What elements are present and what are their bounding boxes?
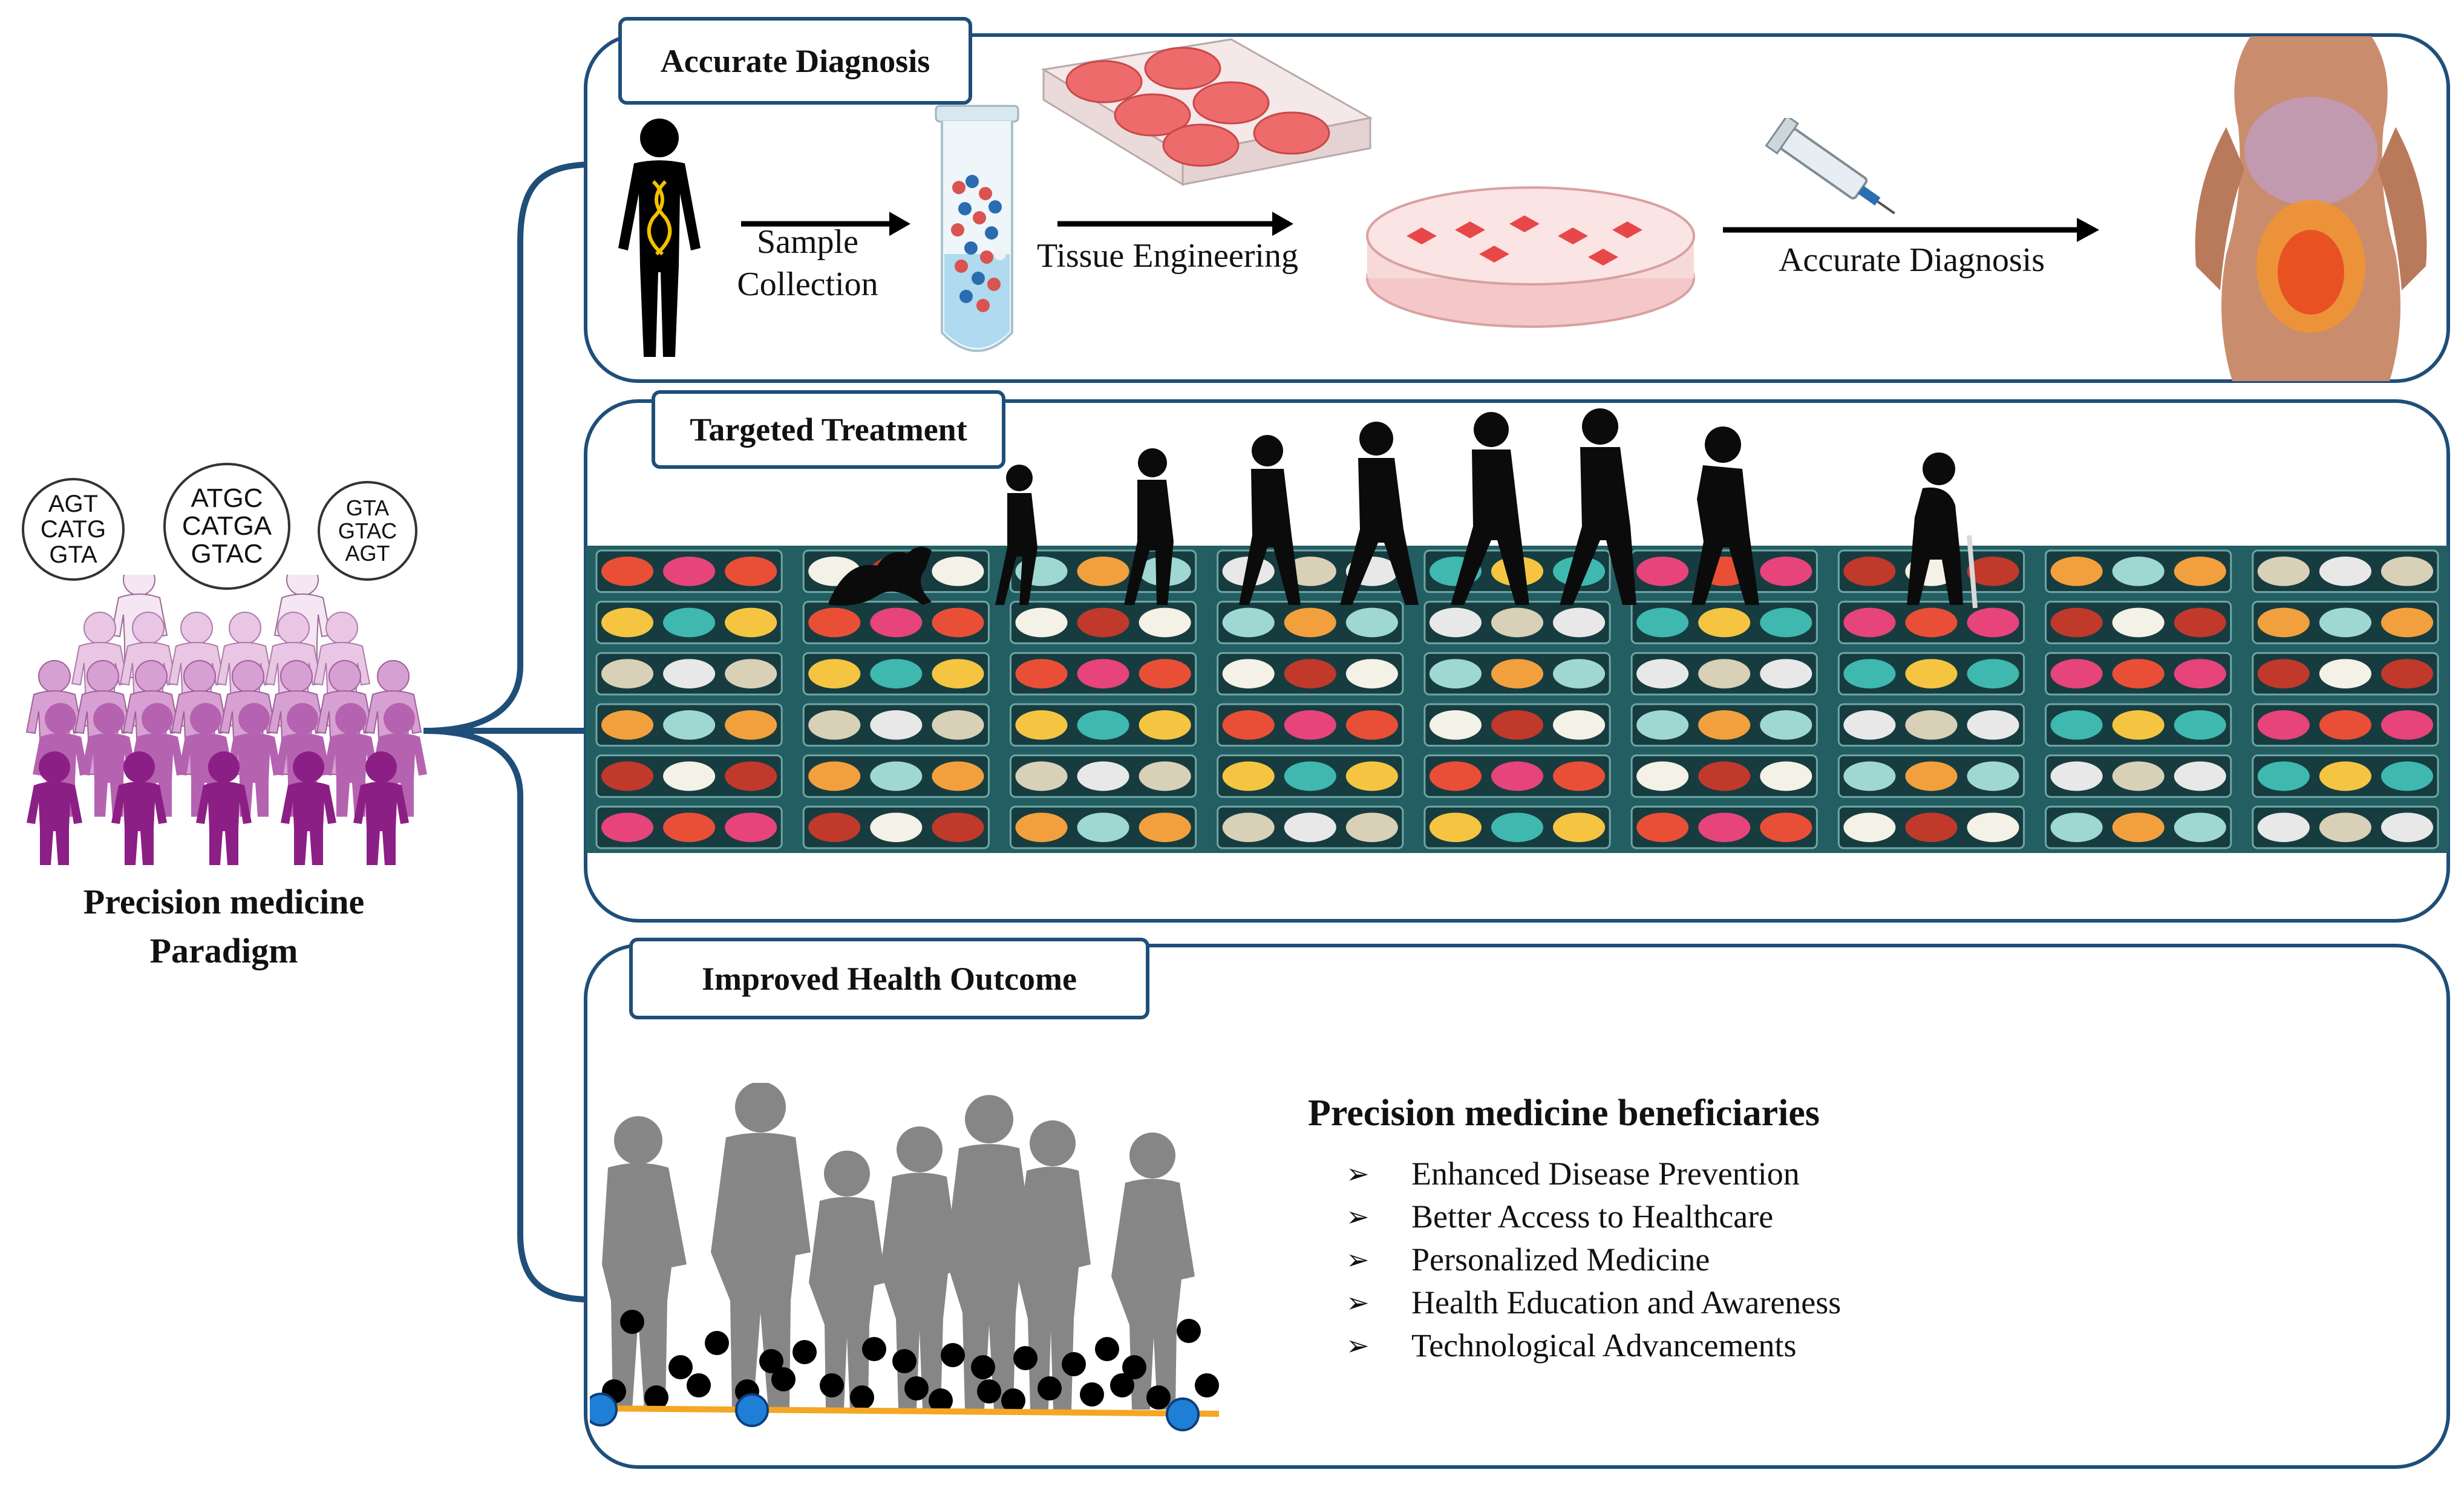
list-item: ➢ Health Education and Awareness: [1346, 1281, 1841, 1324]
step-sample-collection-line1: Sample: [757, 223, 858, 261]
arrow-bullet-icon: ➢: [1346, 1200, 1370, 1233]
step-sample-collection-line2: Collection: [737, 266, 878, 303]
paradigm-group: AGT CATG GTA ATGC CATGA GTAC GTA GTAC AG…: [12, 463, 436, 980]
crowd-silhouettes: [590, 1083, 1220, 1431]
list-item-label: Enhanced Disease Prevention: [1411, 1155, 1800, 1192]
list-item-label: Technological Advancements: [1411, 1327, 1797, 1364]
paradigm-title: Precision medicine Paradigm: [12, 877, 436, 975]
paradigm-title-line1: Precision medicine: [83, 882, 365, 921]
list-item: ➢ Personalized Medicine: [1346, 1238, 1841, 1281]
list-item-label: Better Access to Healthcare: [1411, 1198, 1774, 1235]
dna-code-bubble: ATGC CATGA GTAC: [163, 463, 290, 590]
step-tissue-engineering: Tissue Engineering: [1037, 237, 1298, 275]
beneficiaries-list: ➢ Enhanced Disease Prevention ➢ Better Acc…: [1346, 1152, 1841, 1367]
diagnosis-tab: Accurate Diagnosis: [618, 17, 972, 105]
arrow-bullet-icon: ➢: [1346, 1286, 1370, 1319]
arrow-bullet-icon: ➢: [1346, 1243, 1370, 1276]
list-item: ➢ Technological Advancements: [1346, 1324, 1841, 1367]
dna-code-bubble: GTA GTAC AGT: [318, 481, 417, 581]
list-item-label: Personalized Medicine: [1411, 1241, 1710, 1278]
beneficiaries-title: Precision medicine beneficiaries: [1308, 1093, 1820, 1134]
step-sample-collection: Sample Collection: [723, 221, 892, 306]
well-plate-icon: [1041, 38, 1373, 186]
human-body-icon: [618, 119, 701, 357]
population-figures: [26, 575, 427, 865]
pill-trays-image: [586, 546, 2449, 853]
torso-anatomy-icon: [2195, 36, 2427, 381]
list-item: ➢ Better Access to Healthcare: [1346, 1195, 1841, 1238]
outcome-tab: Improved Health Outcome: [629, 938, 1149, 1019]
arrow-bullet-icon: ➢: [1346, 1157, 1370, 1190]
life-stages-silhouettes: [829, 408, 1978, 609]
arrow-right-icon: [1057, 212, 1293, 236]
paradigm-title-line2: Paradigm: [149, 931, 298, 971]
petri-dish-icon: [1366, 186, 1695, 328]
list-item-label: Health Education and Awareness: [1411, 1284, 1841, 1321]
list-item: ➢ Enhanced Disease Prevention: [1346, 1152, 1841, 1195]
dna-code-bubble: AGT CATG GTA: [22, 478, 125, 581]
treatment-tab: Targeted Treatment: [652, 390, 1005, 469]
arrow-right-icon: [1723, 218, 2099, 242]
arrow-bullet-icon: ➢: [1346, 1329, 1370, 1362]
arrow-right-icon: [741, 212, 910, 236]
step-accurate-diagnosis: Accurate Diagnosis: [1778, 241, 2045, 279]
syringe-icon: [1765, 118, 1895, 215]
test-tube-icon: [935, 105, 1019, 352]
